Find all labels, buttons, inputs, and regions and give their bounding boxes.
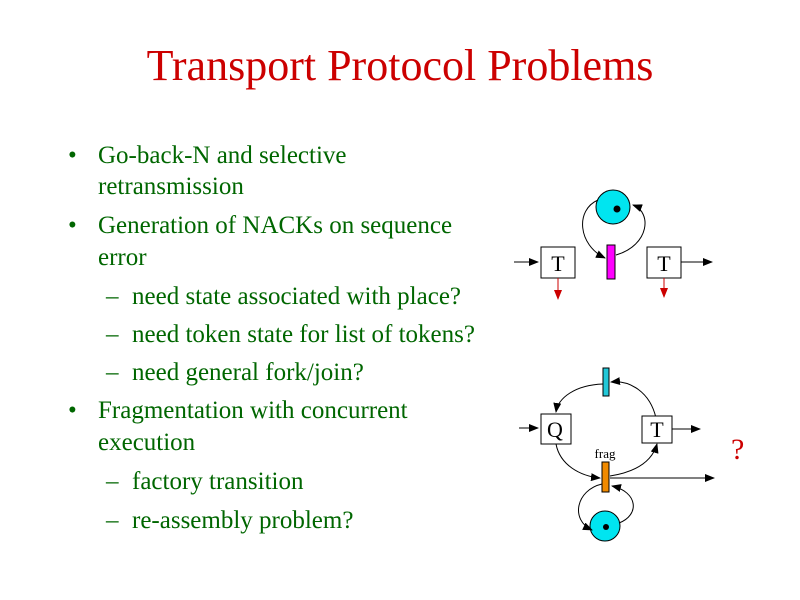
place-t-left-label: T <box>551 251 565 276</box>
bullet-dot: • <box>68 212 77 239</box>
arc-place-to-transition <box>582 199 606 259</box>
place-q-label: Q <box>547 417 563 442</box>
sub-bullet-2-2: need token state for list of tokens? <box>132 321 475 348</box>
question-mark: ? <box>731 433 745 466</box>
bullet-3-line-1: Fragmentation with concurrent <box>98 397 408 424</box>
bullet-dot: • <box>68 142 77 169</box>
arc-q-to-orange <box>555 443 601 482</box>
transition-orange <box>601 461 610 493</box>
sub-bullet-dash: – <box>106 321 119 348</box>
place-t-right-label: T <box>650 417 664 442</box>
sub-bullet-dash: – <box>106 507 119 534</box>
sub-bullet-3-1: factory transition <box>132 468 304 495</box>
sub-bullet-dash: – <box>106 283 119 310</box>
arc-transition-to-place <box>615 204 646 256</box>
sub-bullet-2-3: need general fork/join? <box>132 359 364 386</box>
diagram-1: T T <box>514 189 713 300</box>
place-t-right <box>641 415 673 444</box>
sub-bullet-dash: – <box>106 359 119 386</box>
arc-place-to-orange <box>611 484 634 524</box>
diagram-2: Q frag T <box>519 367 715 542</box>
bullet-dot: • <box>68 397 77 424</box>
sub-bullet-2-1: need state associated with place? <box>132 283 462 310</box>
bullet-2-line-2: error <box>98 244 147 271</box>
bullet-1-line-1: Go-back-N and selective <box>98 142 347 169</box>
bullet-1-line-2: retransmission <box>98 173 244 200</box>
token <box>603 524 609 530</box>
arc-cyan-to-q <box>553 383 604 413</box>
sub-bullet-dash: – <box>106 468 119 495</box>
place-t-right <box>646 246 682 279</box>
sub-bullet-3-2: re-assembly problem? <box>132 507 354 534</box>
frag-label: frag <box>595 446 616 461</box>
slide-title: Transport Protocol Problems <box>146 41 654 90</box>
bullet-3-line-2: execution <box>98 429 196 456</box>
place-t-right-label: T <box>657 251 671 276</box>
arc-t-to-cyan <box>610 377 657 419</box>
place-top <box>595 189 631 225</box>
transition-cyan <box>602 367 610 397</box>
transition-magenta <box>606 244 616 280</box>
token <box>613 205 621 213</box>
arc-orange-to-place <box>578 483 603 531</box>
place-q <box>540 413 572 445</box>
arc-orange-to-t <box>609 443 659 477</box>
bullet-2-line-1: Generation of NACKs on sequence <box>98 212 453 239</box>
